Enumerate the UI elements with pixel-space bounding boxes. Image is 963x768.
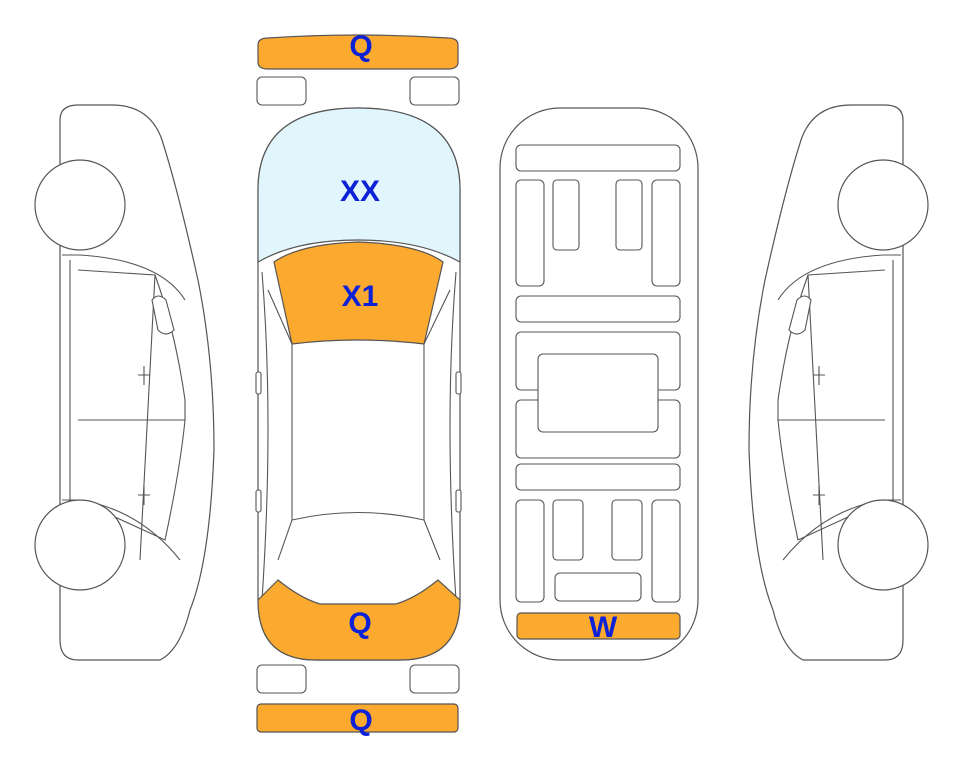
right-side-view [748, 104, 929, 661]
underbody-rear-label: W [589, 611, 618, 644]
trunk-zone[interactable] [257, 579, 461, 661]
left-side-view [34, 104, 215, 661]
trunk-label: Q [348, 607, 371, 640]
front-bumper-zone[interactable] [257, 34, 459, 70]
underbody-rear-zone[interactable] [516, 612, 681, 640]
front-left-light [256, 76, 307, 106]
underbody-view: W [499, 107, 699, 661]
front-bumper-label: Q [349, 30, 372, 63]
windshield-label: XX [340, 175, 380, 208]
rear-bumper-label: Q [349, 704, 372, 737]
rear-bumper-zone[interactable] [256, 703, 459, 733]
rear-left-light [256, 664, 307, 694]
windshield-zone[interactable] [257, 107, 461, 264]
hood-zone[interactable] [273, 241, 444, 345]
top-view: Q XX X1 Q Q [255, 30, 462, 737]
hood-label: X1 [342, 280, 379, 313]
rear-right-light [409, 664, 460, 694]
front-right-light [409, 76, 460, 106]
